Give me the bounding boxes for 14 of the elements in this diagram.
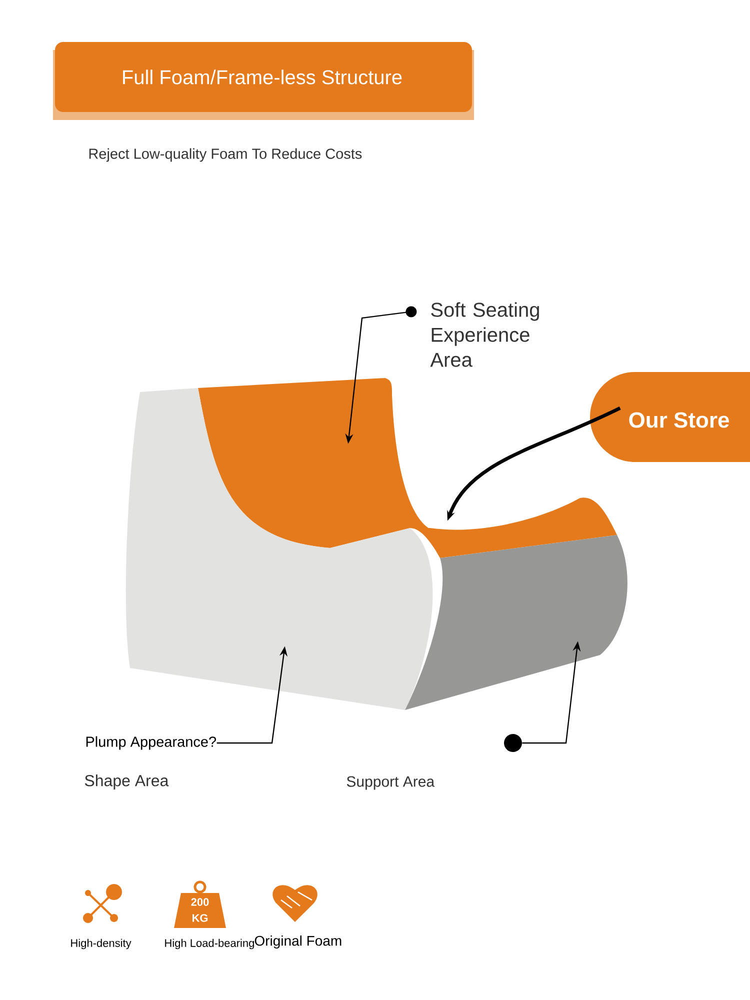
side-part	[126, 388, 433, 710]
area-label: Support Area	[346, 776, 435, 790]
dot	[504, 734, 522, 752]
title-banner: Full Foam/Frame-less Structure	[53, 42, 474, 120]
feature-label: High-density	[71, 938, 132, 950]
area-label: Shape Area	[84, 774, 169, 790]
base-part	[405, 535, 628, 710]
text-label: Plump Appearance?	[86, 736, 216, 750]
subtitle: Reject Low-quality Foam To Reduce Costs	[89, 148, 362, 162]
feature-label: High Load-bearing	[165, 938, 254, 950]
feature-label: Original Foam	[254, 935, 342, 949]
store-badge: Our Store	[590, 372, 750, 462]
text-label: Soft Seating Experience Area	[430, 302, 539, 367]
seat-part	[410, 498, 617, 558]
